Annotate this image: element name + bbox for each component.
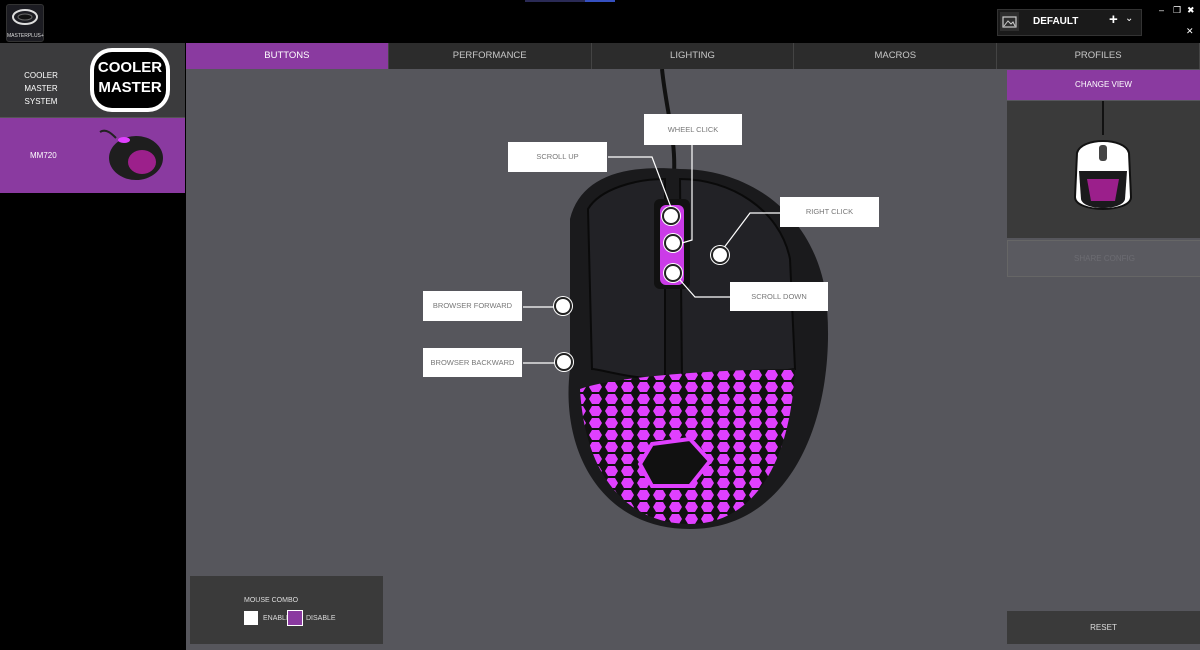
mouse-illustration [568,69,829,530]
combo-disable-label: DISABLE [306,615,336,622]
profile-selector[interactable] [997,9,1142,36]
mouse-top-view-icon [1073,101,1133,210]
tab-macros[interactable]: MACROS [794,43,998,69]
tab-performance[interactable]: PERFORMANCE [388,43,592,69]
cooler-master-logo-inner [94,52,166,108]
tab-lighting[interactable]: LIGHTING [591,43,795,69]
browser-forward-node[interactable] [554,297,572,315]
top-accent-line [525,0,615,2]
profile-name[interactable]: DEFAULT [1033,16,1079,27]
right-click-callout[interactable]: RIGHT CLICK [780,197,879,227]
add-profile-button[interactable]: + [1109,11,1118,28]
masterplus-ring-icon [12,9,38,25]
callout-connectors [523,144,780,364]
scroll-up-callout[interactable]: SCROLL UP [508,142,607,172]
scroll-up-node[interactable] [662,207,680,225]
cooler-master-logo-text: COOLER MASTER [94,58,166,98]
masterplus-logo-text: MASTERPLUS+ [7,33,44,39]
pin-icon[interactable]: ✕ [1186,26,1194,36]
combo-enable-label: ENABLE [263,615,291,622]
mouse-combo-title: MOUSE COMBO [244,597,299,604]
profile-image-icon[interactable] [1000,12,1019,31]
mouse-preview [1007,101,1200,238]
restore-button[interactable]: ❐ [1173,5,1182,15]
tab-profiles[interactable]: PROFILES [997,43,1200,69]
minimize-button[interactable]: – [1159,5,1165,15]
device-thumbnail-icon [99,129,163,180]
browser-backward-node[interactable] [555,353,573,371]
top-accent-line-highlight [585,0,615,2]
scroll-down-callout[interactable]: SCROLL DOWN [730,282,828,311]
share-config-button[interactable]: SHARE CONFIG [1007,240,1200,277]
combo-disable-radio[interactable] [287,610,303,626]
change-view-button[interactable]: CHANGE VIEW [1007,70,1200,100]
logo-line-1: COOLER [97,59,163,76]
image-icon [1002,16,1017,28]
right-click-node[interactable] [711,246,729,264]
sidebar-item-device-label: MM720 [30,151,57,160]
sidebar-item-system-label: COOLER MASTER SYSTEM [24,71,58,106]
close-button[interactable]: ✖ [1187,5,1195,15]
chevron-down-icon[interactable]: ⌄ [1125,13,1134,24]
browser-forward-callout[interactable]: BROWSER FORWARD [423,291,522,321]
logo-line-2: MASTER [98,79,162,96]
tab-bar: BUTTONS PERFORMANCE LIGHTING MACROS PROF… [186,43,1200,69]
tab-buttons[interactable]: BUTTONS [186,43,389,69]
scroll-down-node[interactable] [664,264,682,282]
mouse-combo-panel [190,576,383,644]
combo-enable-radio[interactable] [244,611,258,625]
wheel-click-callout[interactable]: WHEEL CLICK [644,114,742,145]
masterplus-logo[interactable]: MASTERPLUS+ [6,4,44,42]
browser-backward-callout[interactable]: BROWSER BACKWARD [423,348,522,377]
reset-button[interactable]: RESET [1007,611,1200,644]
wheel-click-node[interactable] [664,234,682,252]
